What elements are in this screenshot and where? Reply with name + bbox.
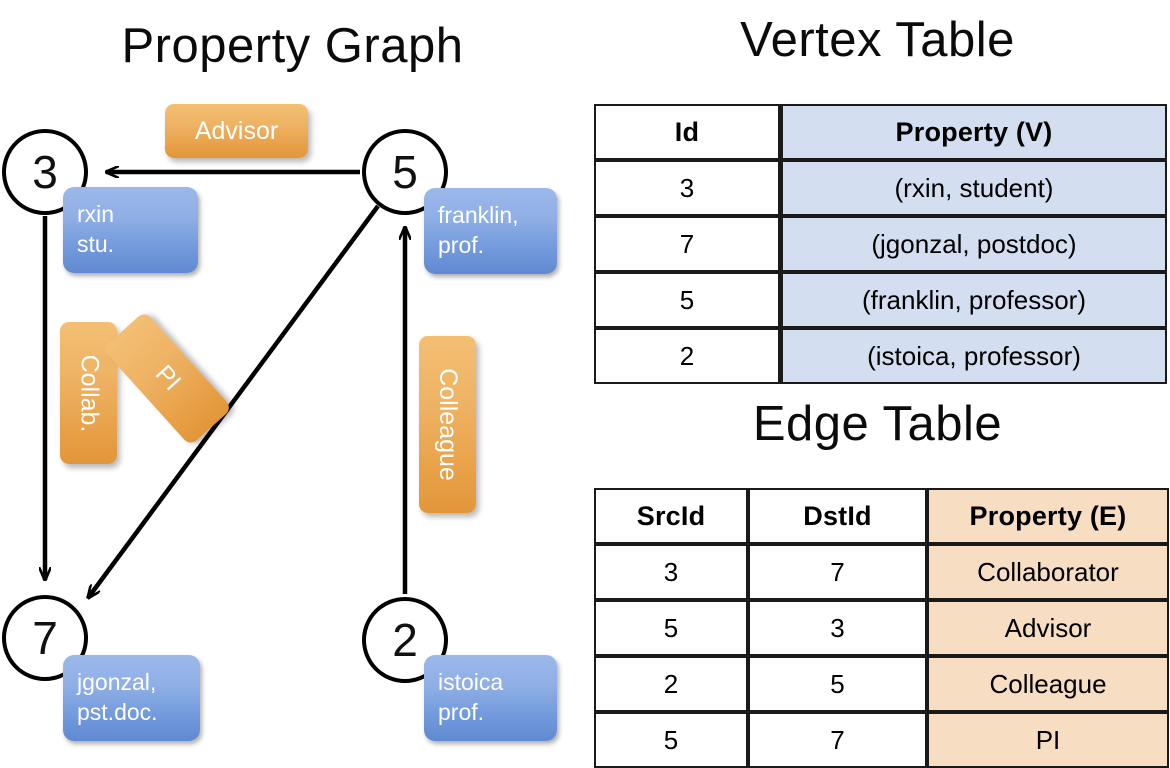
edge-row-3-property: PI — [927, 712, 1169, 768]
node-property-box-2: istoica prof. — [424, 655, 557, 741]
page-title-property-graph: Property Graph — [121, 19, 464, 73]
edge-label-colleague: Colleague — [419, 336, 476, 513]
table-row: 3 (rxin, student) — [594, 160, 1167, 216]
edge-row-1-property: Advisor — [927, 600, 1169, 656]
vertex-table-header-property: Property (V) — [780, 104, 1167, 160]
table-row: 3 7 Collaborator — [594, 544, 1169, 600]
vertex-row-2-id: 5 — [594, 272, 780, 328]
page-title-edge-table: Edge Table — [752, 397, 1003, 451]
table-row: 7 (jgonzal, postdoc) — [594, 216, 1167, 272]
vertex-row-3-property: (istoica, professor) — [780, 328, 1167, 384]
edge-5-to-7 — [88, 204, 380, 598]
node-property-box-3: rxin stu. — [63, 187, 198, 273]
graph-node-5[interactable]: 5 — [362, 129, 448, 215]
edge-row-2-property: Colleague — [927, 656, 1169, 712]
edge-row-1-src: 5 — [594, 600, 748, 656]
graph-node-2[interactable]: 2 — [362, 597, 448, 683]
node-property-box-5: franklin, prof. — [424, 188, 557, 274]
vertex-row-3-id: 2 — [594, 328, 780, 384]
edge-row-3-dst: 7 — [748, 712, 927, 768]
graph-node-5-label: 5 — [392, 146, 418, 198]
table-row: 5 3 Advisor — [594, 600, 1169, 656]
edge-label-colleague-text: Colleague — [434, 368, 462, 481]
edge-row-0-property: Collaborator — [927, 544, 1169, 600]
edge-row-0-dst: 7 — [748, 544, 927, 600]
graph-node-3-label: 3 — [32, 146, 58, 198]
graph-edges-svg — [0, 0, 585, 760]
page-title-vertex-table: Vertex Table — [740, 13, 1015, 67]
edge-label-collab-text: Collab. — [75, 354, 104, 432]
edge-table-header-dstid: DstId — [748, 488, 927, 544]
vertex-row-2-property: (franklin, professor) — [780, 272, 1167, 328]
edge-row-1-dst: 3 — [748, 600, 927, 656]
edge-table-header-property: Property (E) — [927, 488, 1169, 544]
vertex-row-0-id: 3 — [594, 160, 780, 216]
table-row: 5 7 PI — [594, 712, 1169, 768]
property-graph-diagram: 3 5 7 2 rxin stu. franklin, prof. jgonza… — [0, 0, 585, 760]
edge-label-advisor-text: Advisor — [194, 116, 279, 145]
node-property-box-7: jgonzal, pst.doc. — [63, 655, 200, 741]
vertex-row-0-property: (rxin, student) — [780, 160, 1167, 216]
edge-row-2-src: 2 — [594, 656, 748, 712]
vertex-row-1-property: (jgonzal, postdoc) — [780, 216, 1167, 272]
edge-row-2-dst: 5 — [748, 656, 927, 712]
edge-table-header-row: SrcId DstId Property (E) — [594, 488, 1169, 544]
edge-table-header-srcid: SrcId — [594, 488, 748, 544]
vertex-table-header-row: Id Property (V) — [594, 104, 1167, 160]
edge-row-3-src: 5 — [594, 712, 748, 768]
edge-table: SrcId DstId Property (E) 3 7 Collaborato… — [594, 488, 1169, 768]
table-row: 5 (franklin, professor) — [594, 272, 1167, 328]
table-row: 2 5 Colleague — [594, 656, 1169, 712]
edge-label-advisor: Advisor — [165, 104, 308, 158]
graph-node-7-label: 7 — [32, 612, 58, 664]
vertex-row-1-id: 7 — [594, 216, 780, 272]
vertex-table-header-id: Id — [594, 104, 780, 160]
table-row: 2 (istoica, professor) — [594, 328, 1167, 384]
vertex-table: Id Property (V) 3 (rxin, student) 7 (jgo… — [594, 104, 1167, 384]
edge-row-0-src: 3 — [594, 544, 748, 600]
graph-node-2-label: 2 — [392, 614, 418, 666]
edge-label-pi-text: PI — [149, 360, 187, 397]
